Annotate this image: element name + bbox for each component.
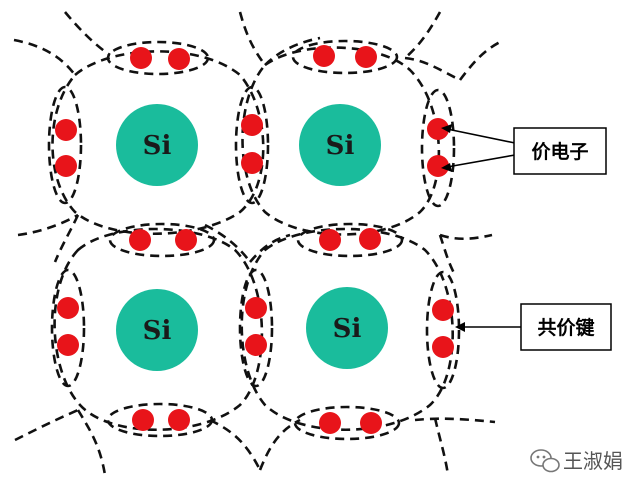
cell-outlines xyxy=(51,46,454,432)
wechat-icon xyxy=(530,449,560,473)
valence-electron xyxy=(130,47,152,69)
valence-electron xyxy=(360,412,382,434)
silicon-atom xyxy=(116,104,198,186)
valence-electron xyxy=(55,119,77,141)
valence-electron xyxy=(355,46,377,68)
callout-arrows xyxy=(441,124,522,332)
lattice-lines xyxy=(13,11,501,476)
valence-electron xyxy=(427,155,449,177)
valence-electron xyxy=(241,114,263,136)
bond-ellipses xyxy=(47,39,461,441)
valence-electron xyxy=(175,229,197,251)
silicon-atom xyxy=(299,104,381,186)
valence-electron xyxy=(241,152,263,174)
valence-electron xyxy=(313,45,335,67)
valence-electron xyxy=(168,48,190,70)
valence-electron xyxy=(319,229,341,251)
valence-electron xyxy=(57,297,79,319)
valence-electron xyxy=(132,409,154,431)
silicon-atom-label: Si xyxy=(143,316,172,346)
valence-electron xyxy=(245,334,267,356)
callout-valence-electron-text: 价电子 xyxy=(531,140,588,163)
arrowhead-valence-2 xyxy=(441,163,452,172)
callout-covalent-bond-text: 共价键 xyxy=(537,316,594,339)
valence-electron xyxy=(432,336,454,358)
valence-electron xyxy=(129,229,151,251)
electrons xyxy=(55,45,454,434)
valence-electron xyxy=(432,299,454,321)
silicon-atom xyxy=(306,287,388,369)
valence-electron xyxy=(57,334,79,356)
arrow-valence-2 xyxy=(446,154,516,168)
arrowhead-bond xyxy=(455,322,465,332)
arrowhead-valence-1 xyxy=(441,124,452,133)
silicon-atom xyxy=(116,289,198,371)
valence-electron xyxy=(319,412,341,434)
callout-valence-electron: 价电子 xyxy=(513,127,607,175)
watermark-author: 王淑娟 xyxy=(563,449,623,473)
valence-electron xyxy=(168,409,190,431)
silicon-atom-label: Si xyxy=(333,314,362,344)
valence-electron xyxy=(359,228,381,250)
silicon-atom-label: Si xyxy=(326,131,355,161)
valence-electron xyxy=(427,118,449,140)
callout-covalent-bond: 共价键 xyxy=(520,303,612,351)
silicon-atom-label: Si xyxy=(143,131,172,161)
valence-electron xyxy=(55,155,77,177)
watermark: 王淑娟 xyxy=(530,449,623,473)
valence-electron xyxy=(245,297,267,319)
arrow-valence-1 xyxy=(446,128,516,144)
